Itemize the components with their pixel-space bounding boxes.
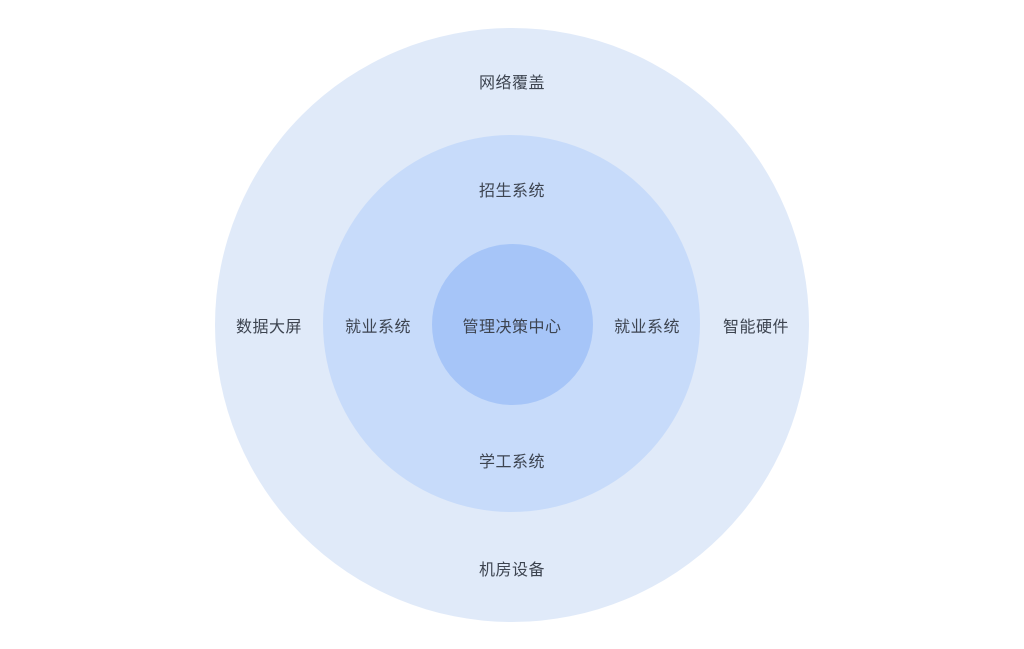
middle-label-right: 就业系统 [613,317,681,336]
outer-label-top: 网络覆盖 [478,73,546,92]
middle-label-left: 就业系统 [344,317,412,336]
outer-label-right: 智能硬件 [722,317,790,336]
core-circle [432,244,593,405]
outer-label-left: 数据大屏 [235,317,303,336]
outer-label-bottom: 机房设备 [478,560,546,579]
middle-label-top: 招生系统 [478,181,546,200]
middle-label-bottom: 学工系统 [478,452,546,471]
core-label: 管理决策中心 [462,317,562,336]
